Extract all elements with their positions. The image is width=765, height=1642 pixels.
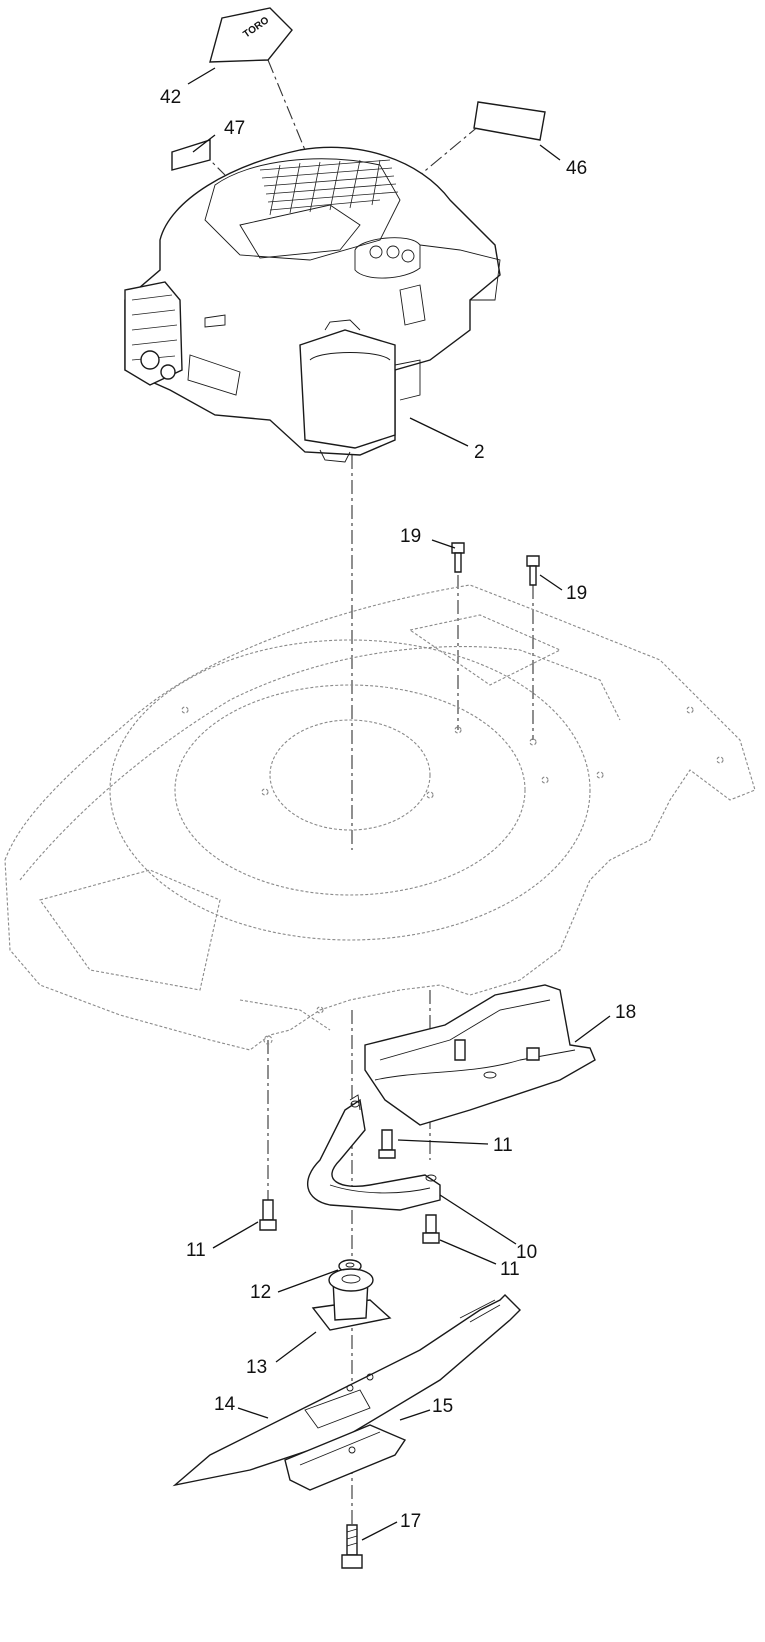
callout-46: 46 [566, 158, 587, 179]
bolt-19-right [526, 555, 540, 586]
adapter-13 [311, 1268, 392, 1331]
decal-46 [473, 101, 546, 141]
mower-deck [4, 584, 756, 1051]
bolt-11-upper [378, 1129, 396, 1159]
callout-15: 15 [432, 1396, 453, 1417]
engine [124, 146, 501, 463]
callout-11-upper: 11 [493, 1135, 513, 1156]
stiffener-15 [284, 1424, 407, 1491]
callout-11-lower: 11 [500, 1259, 520, 1280]
callout-42: 42 [160, 87, 181, 108]
bolt-17 [341, 1524, 363, 1569]
bolt-19-left [451, 542, 465, 573]
callout-11-left: 11 [186, 1240, 206, 1261]
bolt-11-lower [422, 1214, 440, 1244]
callout-13: 13 [246, 1357, 267, 1378]
callout-17: 17 [400, 1511, 421, 1532]
callout-2: 2 [474, 442, 485, 463]
baffle-18 [364, 984, 596, 1126]
callout-12: 12 [250, 1282, 271, 1303]
callout-19-left: 19 [400, 526, 421, 547]
callout-14: 14 [214, 1394, 236, 1415]
callout-47: 47 [224, 118, 245, 139]
callout-19-right: 19 [566, 583, 587, 604]
leader-lines [187, 67, 611, 1541]
engine-grill [259, 159, 399, 216]
decal-47 [171, 139, 211, 171]
callout-18: 18 [615, 1002, 636, 1023]
bolt-11-left [259, 1199, 277, 1231]
callout-labels: 42 47 46 2 19 19 18 11 10 11 11 12 13 14… [160, 87, 636, 1532]
bracket-10 [307, 1094, 441, 1211]
callout-10: 10 [516, 1242, 537, 1263]
decal-42: TORO [209, 7, 293, 63]
blade-14 [172, 1294, 521, 1487]
